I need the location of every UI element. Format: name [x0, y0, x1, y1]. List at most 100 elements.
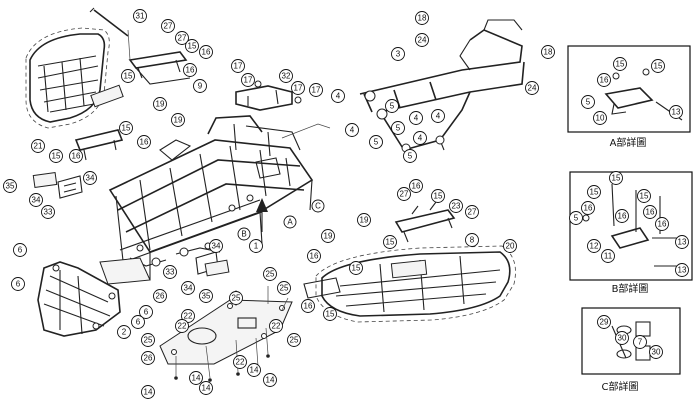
svg-text:16: 16 [600, 76, 609, 85]
callout-c19a: 19 [153, 97, 167, 111]
callout-b15a: 15 [587, 185, 601, 199]
svg-text:5: 5 [574, 214, 579, 223]
callout-c25a: 25 [263, 267, 277, 281]
callout-c15f: 15 [383, 235, 397, 249]
mount-bracket-left [74, 129, 124, 161]
detail-a-panel [567, 45, 691, 133]
svg-text:4: 4 [414, 114, 419, 123]
callout-c22b: 22 [175, 319, 189, 333]
svg-text:16: 16 [310, 252, 319, 261]
callout-c17c: 17 [291, 81, 305, 95]
svg-text:14: 14 [202, 384, 211, 393]
callout-c14e: 14 [263, 373, 277, 387]
callout-c4c: 4 [409, 111, 423, 125]
callout-a10: 10 [593, 111, 607, 125]
callout-c27a: 27 [161, 19, 175, 33]
svg-text:19: 19 [324, 232, 333, 241]
callout-c25e: 25 [287, 333, 301, 347]
svg-text:33: 33 [166, 268, 175, 277]
callout-c22c: 22 [269, 319, 283, 333]
detail-marker-a: A [283, 215, 297, 229]
callout-c15e: 15 [431, 189, 445, 203]
callout-b5: 5 [569, 211, 583, 225]
callout-c26a: 26 [153, 289, 167, 303]
svg-text:4: 4 [418, 134, 423, 143]
svg-text:21: 21 [34, 142, 43, 151]
svg-text:15: 15 [326, 310, 335, 319]
callout-c32: 32 [279, 69, 293, 83]
callout-b16b: 16 [615, 209, 629, 223]
svg-text:19: 19 [360, 216, 369, 225]
callout-c23: 23 [449, 199, 463, 213]
callout-c5c: 5 [403, 149, 417, 163]
svg-text:2: 2 [122, 328, 127, 337]
svg-text:24: 24 [418, 36, 427, 45]
svg-text:15: 15 [52, 152, 61, 161]
callout-c5d: 5 [385, 99, 399, 113]
svg-text:15: 15 [352, 264, 361, 273]
callout-c16b: 16 [183, 63, 197, 77]
callout-c35b: 35 [199, 289, 213, 303]
svg-text:30: 30 [618, 334, 627, 343]
svg-text:8: 8 [470, 236, 475, 245]
callout-c35a: 35 [3, 179, 17, 193]
callout-b16d: 16 [655, 217, 669, 231]
detail-marker-c: C [311, 199, 325, 213]
rod-part-31 [89, 7, 129, 37]
bracket-part-9 [127, 29, 191, 85]
svg-text:16: 16 [646, 208, 655, 217]
subframe-part-3 [359, 19, 525, 159]
svg-text:27: 27 [178, 34, 187, 43]
callout-c4d: 4 [413, 131, 427, 145]
callout-c4e: 4 [431, 109, 445, 123]
callout-c33b: 33 [163, 265, 177, 279]
svg-text:5: 5 [586, 98, 591, 107]
callout-c24a: 24 [415, 33, 429, 47]
svg-text:25: 25 [290, 336, 299, 345]
bracket-part-32 [235, 80, 302, 111]
callout-c34c: 34 [209, 239, 223, 253]
callout-c31: 31 [133, 9, 147, 23]
callout-c19d: 19 [321, 229, 335, 243]
svg-text:25: 25 [266, 270, 275, 279]
svg-text:15: 15 [124, 72, 133, 81]
svg-text:15: 15 [612, 174, 621, 183]
callout-c25b: 25 [229, 291, 243, 305]
svg-text:13: 13 [678, 238, 687, 247]
svg-text:18: 18 [418, 14, 427, 23]
svg-text:14: 14 [144, 388, 153, 397]
callout-c15h: 15 [323, 307, 337, 321]
svg-text:4: 4 [336, 92, 341, 101]
callout-c22d: 22 [233, 355, 247, 369]
callout-c8: 8 [465, 233, 479, 247]
bracket-part-8 [394, 201, 456, 243]
callout-c14c: 14 [199, 381, 213, 395]
callout-c15d: 15 [49, 149, 63, 163]
svg-text:B: B [241, 230, 246, 239]
detail-c-panel [581, 307, 681, 375]
rack-part-21 [25, 27, 124, 129]
svg-text:13: 13 [678, 266, 687, 275]
svg-text:35: 35 [6, 182, 15, 191]
svg-text:16: 16 [304, 302, 313, 311]
svg-text:10: 10 [596, 114, 605, 123]
callout-c19b: 19 [171, 113, 185, 127]
svg-text:25: 25 [144, 336, 153, 345]
plate-part-35-left [32, 171, 58, 189]
svg-text:15: 15 [654, 62, 663, 71]
callout-c19c: 19 [357, 213, 371, 227]
front-direction-arrow [256, 198, 268, 232]
svg-text:34: 34 [212, 242, 221, 251]
svg-text:5: 5 [396, 124, 401, 133]
svg-text:7: 7 [638, 338, 643, 347]
callout-k30a: 30 [615, 331, 629, 345]
svg-text:22: 22 [184, 312, 193, 321]
callout-c15g: 15 [349, 261, 363, 275]
svg-text:25: 25 [232, 294, 241, 303]
callout-c27b: 27 [175, 31, 189, 45]
callout-c17a: 17 [231, 59, 245, 73]
callout-c15b: 15 [121, 69, 135, 83]
callout-a15b: 15 [651, 59, 665, 73]
callout-c16c: 16 [137, 135, 151, 149]
